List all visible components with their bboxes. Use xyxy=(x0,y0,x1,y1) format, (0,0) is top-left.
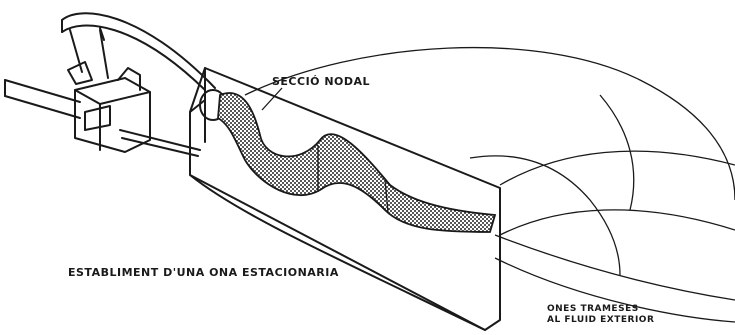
standing-wave-ribbon xyxy=(217,92,497,233)
wavefront-arcs xyxy=(244,46,735,323)
transmitted-waves-label-line2: AL FLUID EXTERIOR xyxy=(547,315,654,325)
drive-rod xyxy=(4,79,81,119)
nodal-section-pointer xyxy=(261,87,283,111)
caption-label: ESTABLIMENT D'UNA ONA ESTACIONARIA xyxy=(68,266,339,279)
nodal-section-label: SECCIÓ NODAL xyxy=(272,75,370,88)
exciter-block xyxy=(67,61,151,153)
wave-tank xyxy=(189,67,501,331)
transmitted-waves-label-line1: ONES TRAMESES xyxy=(547,304,639,314)
lever-arm xyxy=(61,12,216,157)
